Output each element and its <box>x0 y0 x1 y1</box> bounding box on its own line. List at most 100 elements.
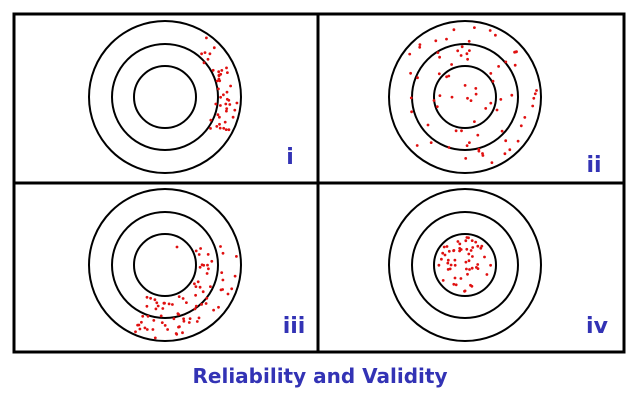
hit-dot <box>155 301 159 305</box>
hit-dot <box>446 268 450 271</box>
hit-dot <box>468 141 471 145</box>
hit-dot <box>194 285 198 288</box>
hit-dot <box>516 139 520 143</box>
hit-dot <box>200 52 204 56</box>
hit-dot <box>197 316 201 320</box>
hit-dot <box>185 301 188 304</box>
hit-dot <box>503 152 507 156</box>
hit-dot <box>210 259 214 263</box>
hit-dot <box>230 287 234 291</box>
target-ring-1 <box>388 188 542 342</box>
hit-dot <box>476 133 480 137</box>
hit-dot <box>187 321 191 324</box>
hit-dot <box>217 305 220 309</box>
hit-dot <box>217 87 220 91</box>
hit-dot <box>474 240 478 244</box>
hit-dot <box>220 69 224 72</box>
target-ring-2 <box>111 211 219 319</box>
hit-dot <box>452 28 456 32</box>
hit-dot <box>466 57 469 61</box>
hit-dot <box>481 152 484 155</box>
hit-dot <box>465 52 469 56</box>
hit-dot <box>513 63 517 67</box>
hit-dot <box>452 282 456 286</box>
hit-dot <box>533 92 537 96</box>
hit-dot <box>194 293 198 297</box>
hit-dot <box>467 39 471 43</box>
hit-dot <box>217 77 221 81</box>
hit-dot <box>480 244 484 248</box>
hit-dot <box>490 161 494 165</box>
hit-dot <box>453 258 457 262</box>
hit-dot <box>497 65 500 68</box>
hit-dot <box>443 253 447 257</box>
hit-dot <box>212 308 216 312</box>
hit-dot <box>205 272 209 275</box>
hit-dot <box>438 55 441 59</box>
hit-dot <box>209 285 212 288</box>
hit-dot <box>467 259 471 263</box>
hit-dot <box>426 123 430 127</box>
hit-dot <box>208 52 212 56</box>
hit-dot <box>441 251 445 255</box>
hit-dot <box>176 312 180 315</box>
hit-dot <box>219 72 223 76</box>
hit-dot <box>159 314 163 318</box>
hit-dot <box>153 298 157 302</box>
hit-dot <box>221 278 225 282</box>
hit-dot <box>217 70 221 74</box>
hit-dot <box>200 303 204 306</box>
hit-dot <box>194 304 198 308</box>
hit-dot <box>206 253 210 256</box>
hit-dot <box>181 297 185 300</box>
hit-dot <box>235 255 238 258</box>
hit-dot <box>441 279 445 282</box>
hit-dot <box>205 296 209 300</box>
hit-dot <box>408 52 412 56</box>
hit-dot <box>474 92 478 96</box>
hit-dot <box>228 103 232 106</box>
hit-dot <box>162 301 166 305</box>
hit-dot <box>465 247 469 251</box>
hit-dot <box>205 36 208 40</box>
target-ring-2 <box>411 43 519 151</box>
hit-dot <box>450 95 454 99</box>
hit-dot <box>203 51 207 54</box>
hit-dot <box>445 245 449 248</box>
hit-dot <box>465 267 468 271</box>
hit-dot <box>221 251 225 255</box>
hit-dot <box>535 89 538 92</box>
hit-dot <box>459 248 463 251</box>
hit-dot <box>215 79 219 83</box>
hit-dot <box>447 74 451 78</box>
panel-label: iii <box>283 314 306 339</box>
hit-dot <box>149 296 153 300</box>
hit-dot <box>432 99 436 102</box>
hit-dot <box>222 93 225 97</box>
hit-dot <box>214 102 218 106</box>
hit-dot <box>219 104 222 107</box>
hit-dot <box>449 263 453 267</box>
hit-dot <box>182 319 186 323</box>
hit-dot <box>469 99 473 102</box>
hit-dot <box>146 314 150 318</box>
hit-dot <box>447 146 451 149</box>
hit-dot <box>218 115 221 119</box>
hit-dot <box>488 29 492 32</box>
hit-dot <box>440 257 443 261</box>
hit-dot <box>456 49 460 53</box>
hit-dot <box>211 68 215 72</box>
hit-dot <box>154 307 158 311</box>
hit-dot <box>442 245 446 249</box>
target-ring-2 <box>111 43 219 151</box>
hit-dot <box>532 96 536 100</box>
hit-dot <box>484 107 488 110</box>
hit-dot <box>466 96 469 100</box>
hit-dot <box>477 149 481 153</box>
hit-dot <box>531 104 535 108</box>
hit-dot <box>465 236 469 239</box>
hit-dot <box>233 274 237 278</box>
hit-dot <box>206 263 209 267</box>
hit-dot <box>469 249 473 252</box>
hit-dot <box>418 45 422 49</box>
